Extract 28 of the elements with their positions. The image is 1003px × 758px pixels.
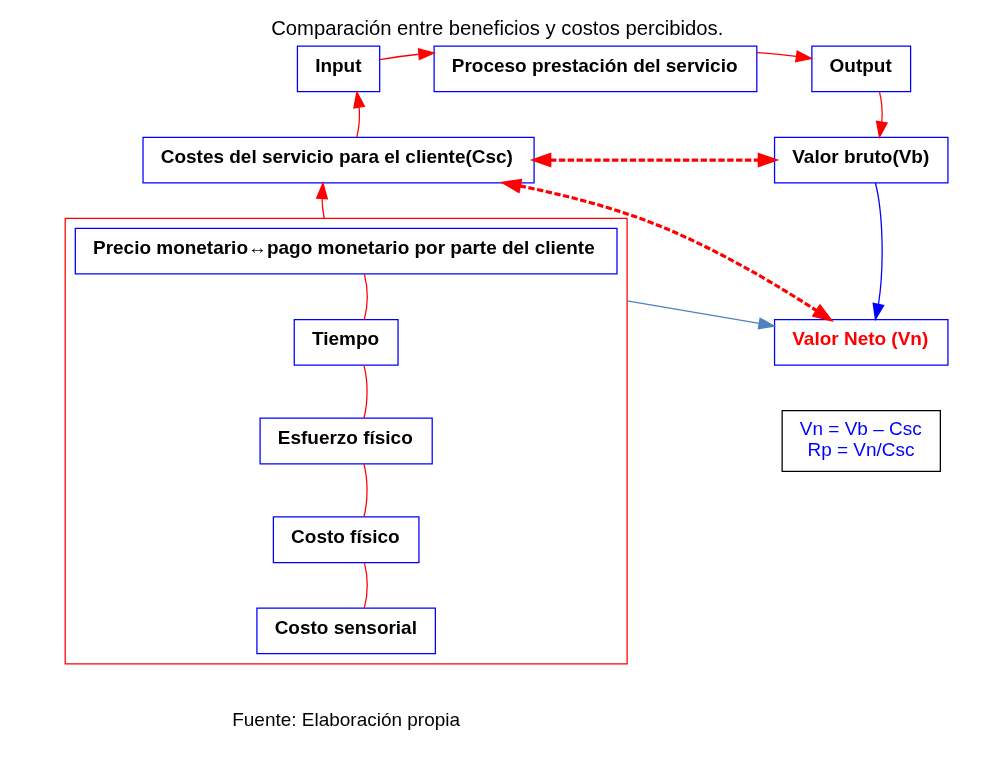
diagram-title: Comparación entre beneficios y costos percibidos. <box>271 16 724 39</box>
arrow <box>875 91 889 140</box>
arrow <box>353 90 366 138</box>
arrow <box>626 300 777 330</box>
node-box: Vn = Vb – Csc Rp = Vn/Csc <box>781 410 941 473</box>
arrow <box>872 182 885 322</box>
arrow <box>315 181 329 219</box>
node-box: Proceso prestación del servicio <box>433 45 758 93</box>
arrow <box>379 48 436 61</box>
caption: Fuente: Elaboración propia <box>232 709 461 731</box>
connector <box>363 463 368 518</box>
node-box: Costo sensorial <box>256 607 436 655</box>
node-box: Valor Neto (Vn) <box>773 318 949 366</box>
node-box: Esfuerzo físico <box>259 417 433 465</box>
connector <box>363 364 368 419</box>
connector <box>363 273 368 321</box>
node-box: Costo físico <box>272 516 420 564</box>
node-box: Costes del servicio para el cliente(Csc) <box>142 136 535 184</box>
node-box: Precio monetario↔pago monetario por parte del cliente <box>74 227 618 275</box>
arrow <box>499 178 834 322</box>
arrow <box>756 50 814 63</box>
node-box: Valor bruto(Vb) <box>773 136 949 184</box>
node-box: Tiempo <box>293 318 399 366</box>
connector <box>363 562 368 609</box>
node-box: Output <box>811 45 912 93</box>
arrow <box>529 152 780 168</box>
cluster <box>64 217 628 665</box>
node-box: Input <box>296 45 381 93</box>
